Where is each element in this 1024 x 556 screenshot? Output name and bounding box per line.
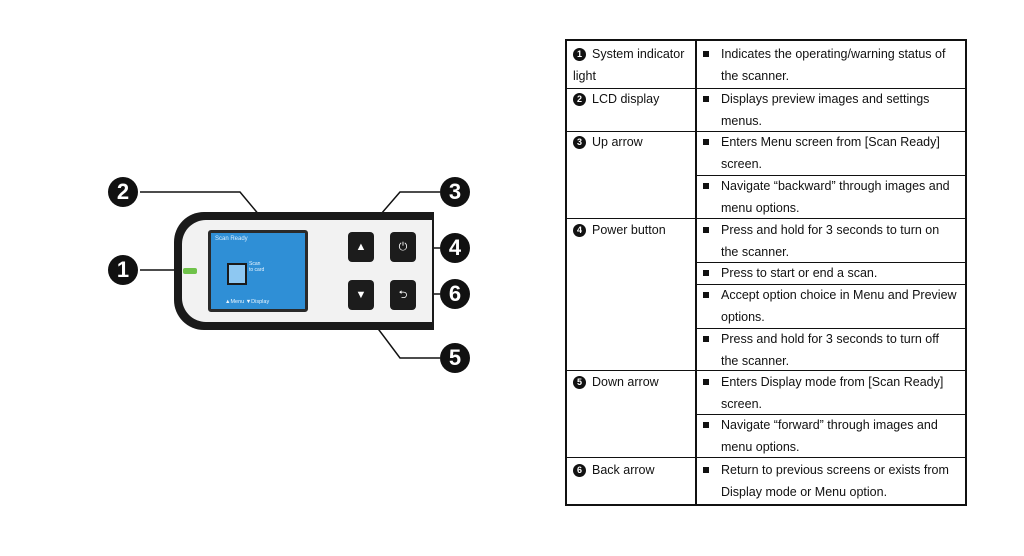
lcd-footer: ▲Menu ▼Display: [225, 299, 270, 305]
desc-power-button-4: Press and hold for 3 seconds to turn off…: [703, 328, 958, 372]
desc-down-arrow-1: Enters Display mode from [Scan Ready] sc…: [703, 371, 958, 415]
sub-row-divider: [697, 414, 965, 415]
number-badge: 6: [573, 463, 586, 477]
scanner-diagram: Scan Ready Scan to card ▲Menu ▼Display ▲…: [100, 160, 480, 390]
sub-row-divider: [697, 175, 965, 176]
number-badge: 4: [573, 223, 586, 237]
sub-row-divider: [697, 284, 965, 285]
desc-down-arrow-2: Navigate “forward” through images and me…: [703, 414, 958, 458]
bullet-icon: [703, 422, 709, 428]
bullet-icon: [703, 379, 709, 385]
column-divider: [695, 41, 697, 504]
row-divider: [567, 370, 965, 371]
desc-back-arrow: Return to previous screens or exists fro…: [703, 459, 958, 503]
desc-lcd-display: Displays preview images and settings men…: [703, 88, 958, 132]
desc-up-arrow-2: Navigate “backward” through images and m…: [703, 175, 958, 219]
bullet-icon: [703, 51, 709, 57]
bullet-icon: [703, 227, 709, 233]
number-badge: 5: [573, 375, 586, 389]
up-arrow-icon: ▲: [355, 241, 367, 253]
back-arrow-button[interactable]: ⮌: [390, 280, 416, 310]
bullet-icon: [703, 183, 709, 189]
callout-2: 2: [108, 177, 138, 207]
lcd-message: Scan to card: [249, 261, 265, 273]
callout-1: 1: [108, 255, 138, 285]
bullet-icon: [703, 292, 709, 298]
desc-system-indicator-light: Indicates the operating/warning status o…: [703, 43, 958, 87]
power-button[interactable]: ⏻: [390, 232, 416, 262]
desc-power-button-1: Press and hold for 3 seconds to turn on …: [703, 219, 958, 263]
card-icon: [227, 263, 247, 285]
lcd-title: Scan Ready: [215, 236, 248, 242]
callout-6: 6: [440, 279, 470, 309]
bullet-icon: [703, 270, 709, 276]
callout-5: 5: [440, 343, 470, 373]
row-divider: [567, 218, 965, 219]
desc-power-button-2: Press to start or end a scan.: [703, 262, 958, 284]
row-divider: [567, 131, 965, 132]
bullet-icon: [703, 139, 709, 145]
bullet-icon: [703, 96, 709, 102]
number-badge: 1: [573, 47, 586, 61]
number-badge: 2: [573, 92, 586, 106]
lcd-display: Scan Ready Scan to card ▲Menu ▼Display: [208, 230, 308, 312]
up-arrow-button[interactable]: ▲: [348, 232, 374, 262]
sub-row-divider: [697, 328, 965, 329]
bullet-icon: [703, 467, 709, 473]
number-badge: 3: [573, 135, 586, 149]
bullet-icon: [703, 336, 709, 342]
desc-up-arrow-1: Enters Menu screen from [Scan Ready] scr…: [703, 131, 958, 175]
power-icon: ⏻: [398, 240, 408, 253]
back-arrow-icon: ⮌: [398, 288, 408, 301]
system-indicator-light: [183, 268, 197, 274]
callout-4: 4: [440, 233, 470, 263]
sub-row-divider: [697, 262, 965, 263]
down-arrow-button[interactable]: ▼: [348, 280, 374, 310]
row-divider: [567, 457, 965, 458]
callout-3: 3: [440, 177, 470, 207]
down-arrow-icon: ▼: [355, 289, 367, 301]
row-divider: [567, 88, 965, 89]
desc-power-button-3: Accept option choice in Menu and Preview…: [703, 284, 958, 328]
